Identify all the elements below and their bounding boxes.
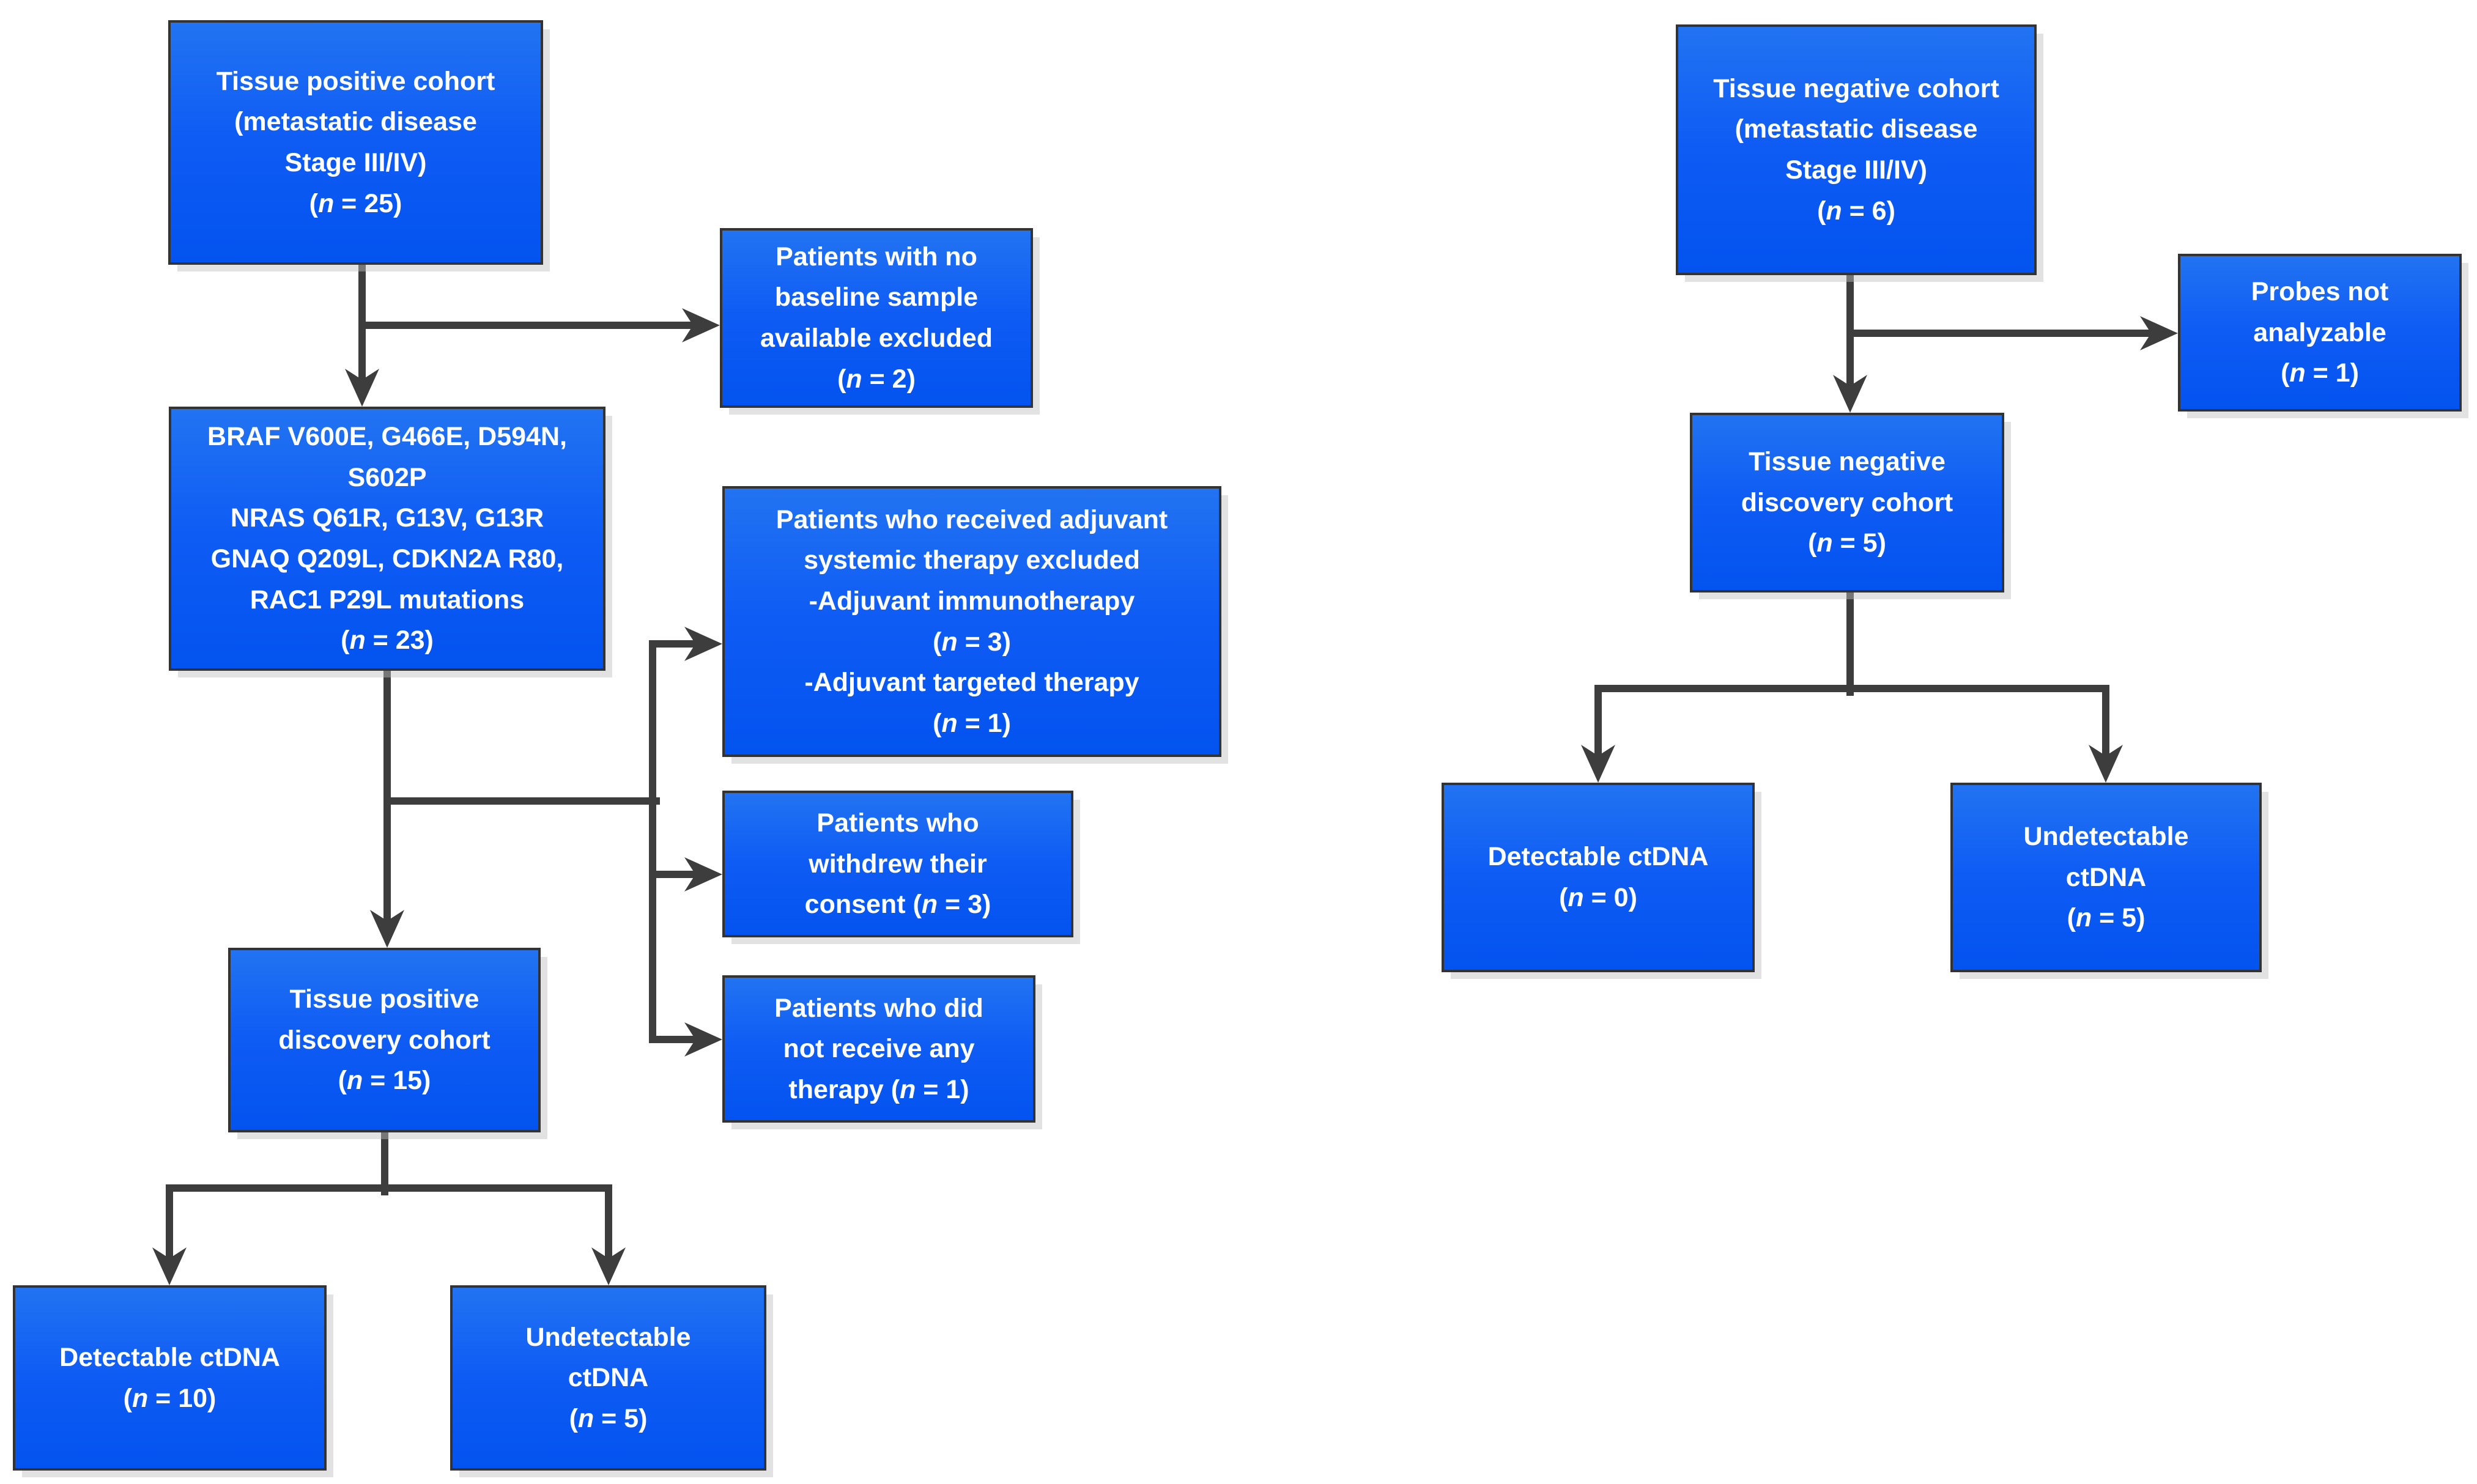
box-text-line: NRAS Q61R, G13V, G13R (230, 503, 544, 533)
box-text-line: Stage III/IV) (1785, 155, 1927, 185)
box-text-line: (n = 3) (933, 627, 1011, 657)
box-tissue-negative-cohort: Tissue negative cohort (metastatic diseas… (1676, 24, 2037, 275)
connector-exclusion-bracket (383, 627, 722, 1057)
box-text-line: RAC1 P29L mutations (250, 585, 525, 615)
arrowhead-down-icon (370, 910, 404, 948)
box-text-line: S602P (347, 462, 427, 492)
box-text-line: Undetectable (2023, 822, 2189, 852)
box-text-line: (n = 0) (1559, 883, 1637, 912)
box-tissue-positive-cohort: Tissue positive cohort (metastatic diseas… (168, 20, 543, 265)
arrowhead-down-icon (1581, 745, 1615, 783)
connector-negative-discovery-split (1581, 589, 2123, 783)
box-text-line: baseline sample (774, 282, 979, 312)
box-text-line: discovery cohort (1741, 487, 1953, 517)
box-text-line: (metastatic disease (234, 107, 477, 137)
box-adjuvant-therapy-excluded: Patients who received adjuvant systemic t… (722, 486, 1221, 757)
box-text-line: ctDNA (568, 1363, 649, 1393)
box-detectable-ctdna-negative: Detectable ctDNA (n = 0) (1442, 783, 1755, 972)
box-text-line: (n = 5) (569, 1403, 648, 1433)
box-text-line: analyzable (2253, 317, 2386, 347)
box-undetectable-ctdna-negative: Undetectable ctDNA (n = 5) (1950, 783, 2262, 972)
box-text-line: (n = 15) (338, 1066, 431, 1096)
box-text-line: ctDNA (2065, 862, 2147, 892)
box-text-line: GNAQ Q209L, CDKN2A R80, (210, 544, 564, 574)
box-text-line: withdrew their (809, 849, 987, 879)
box-text-line: not receive any (783, 1034, 975, 1064)
box-text-line: Stage III/IV) (284, 148, 427, 177)
box-text-line: (n = 5) (1808, 528, 1886, 558)
box-text-line: consent (n = 3) (804, 890, 991, 920)
box-probes-not-analyzable: Probes not analyzable (n = 1) (2178, 254, 2462, 412)
box-text-line: Detectable ctDNA (59, 1342, 280, 1372)
box-detectable-ctdna-positive: Detectable ctDNA (n = 10) (13, 1285, 327, 1471)
box-text-line: Patients who did (774, 993, 983, 1023)
arrowhead-down-icon (2089, 745, 2123, 783)
box-undetectable-ctdna-positive: Undetectable ctDNA (n = 5) (450, 1285, 766, 1471)
connector-to-no-baseline-excluded (358, 308, 720, 342)
box-no-therapy: Patients who did not receive any therapy (… (722, 975, 1035, 1123)
box-text-line: Detectable ctDNA (1487, 842, 1709, 872)
box-text-line: (n = 2) (837, 364, 916, 394)
box-text-line: (n = 1) (933, 708, 1011, 738)
box-text-line: systemic therapy excluded (804, 545, 1140, 575)
box-text-line: -Adjuvant targeted therapy (804, 668, 1139, 698)
box-mutations: BRAF V600E, G466E, D594N, S602P NRAS Q61R,… (169, 407, 605, 671)
box-text-line: therapy (n = 1) (788, 1074, 969, 1104)
arrowhead-down-icon (591, 1247, 626, 1285)
arrowhead-down-icon (152, 1247, 187, 1285)
box-no-baseline-excluded: Patients with no baseline sample available… (720, 228, 1033, 408)
connector-mutations-to-discovery (370, 667, 404, 948)
box-text-line: Patients who received adjuvant (776, 504, 1168, 534)
connector-to-probes-not-analyzable (1846, 316, 2178, 350)
box-text-line: Tissue negative (1749, 447, 1946, 477)
box-text-line: available excluded (760, 323, 993, 353)
arrowhead-right-icon (682, 308, 720, 342)
arrowhead-down-icon (1833, 375, 1867, 413)
box-text-line: BRAF V600E, G466E, D594N, (207, 422, 567, 452)
box-text-line: Tissue negative cohort (1713, 73, 1999, 103)
arrowhead-right-icon (2140, 316, 2178, 350)
box-tissue-positive-discovery: Tissue positive discovery cohort (n = 15) (228, 948, 541, 1132)
box-tissue-negative-discovery: Tissue negative discovery cohort (n = 5) (1690, 413, 2004, 592)
connector-positive-discovery-split (152, 1129, 626, 1285)
connector-negative-cohort-to-discovery (1833, 271, 1867, 413)
box-text-line: Tissue positive (289, 984, 479, 1014)
connector-positive-cohort-to-mutations (345, 261, 379, 407)
arrowhead-down-icon (345, 369, 379, 407)
box-text-line: Patients who (816, 808, 979, 838)
arrowhead-right-icon (684, 627, 722, 661)
box-text-line: (n = 25) (309, 188, 402, 218)
box-text-line: Tissue positive cohort (216, 66, 495, 96)
box-text-line: Probes not (2251, 277, 2389, 307)
box-text-line: Undetectable (525, 1322, 691, 1352)
box-text-line: -Adjuvant immunotherapy (809, 586, 1135, 616)
box-text-line: (n = 1) (2281, 358, 2359, 388)
arrowhead-right-icon (684, 1022, 722, 1057)
box-text-line: (metastatic disease (1735, 114, 1978, 144)
box-text-line: (n = 6) (1817, 196, 1895, 226)
box-text-line: (n = 23) (341, 626, 434, 655)
arrowhead-right-icon (684, 857, 722, 892)
box-text-line: (n = 5) (2067, 903, 2146, 933)
box-text-line: discovery cohort (278, 1025, 491, 1055)
box-text-line: (n = 10) (123, 1383, 217, 1413)
box-withdrew-consent: Patients who withdrew their consent (n = 3… (722, 791, 1073, 937)
box-text-line: Patients with no (776, 242, 977, 271)
